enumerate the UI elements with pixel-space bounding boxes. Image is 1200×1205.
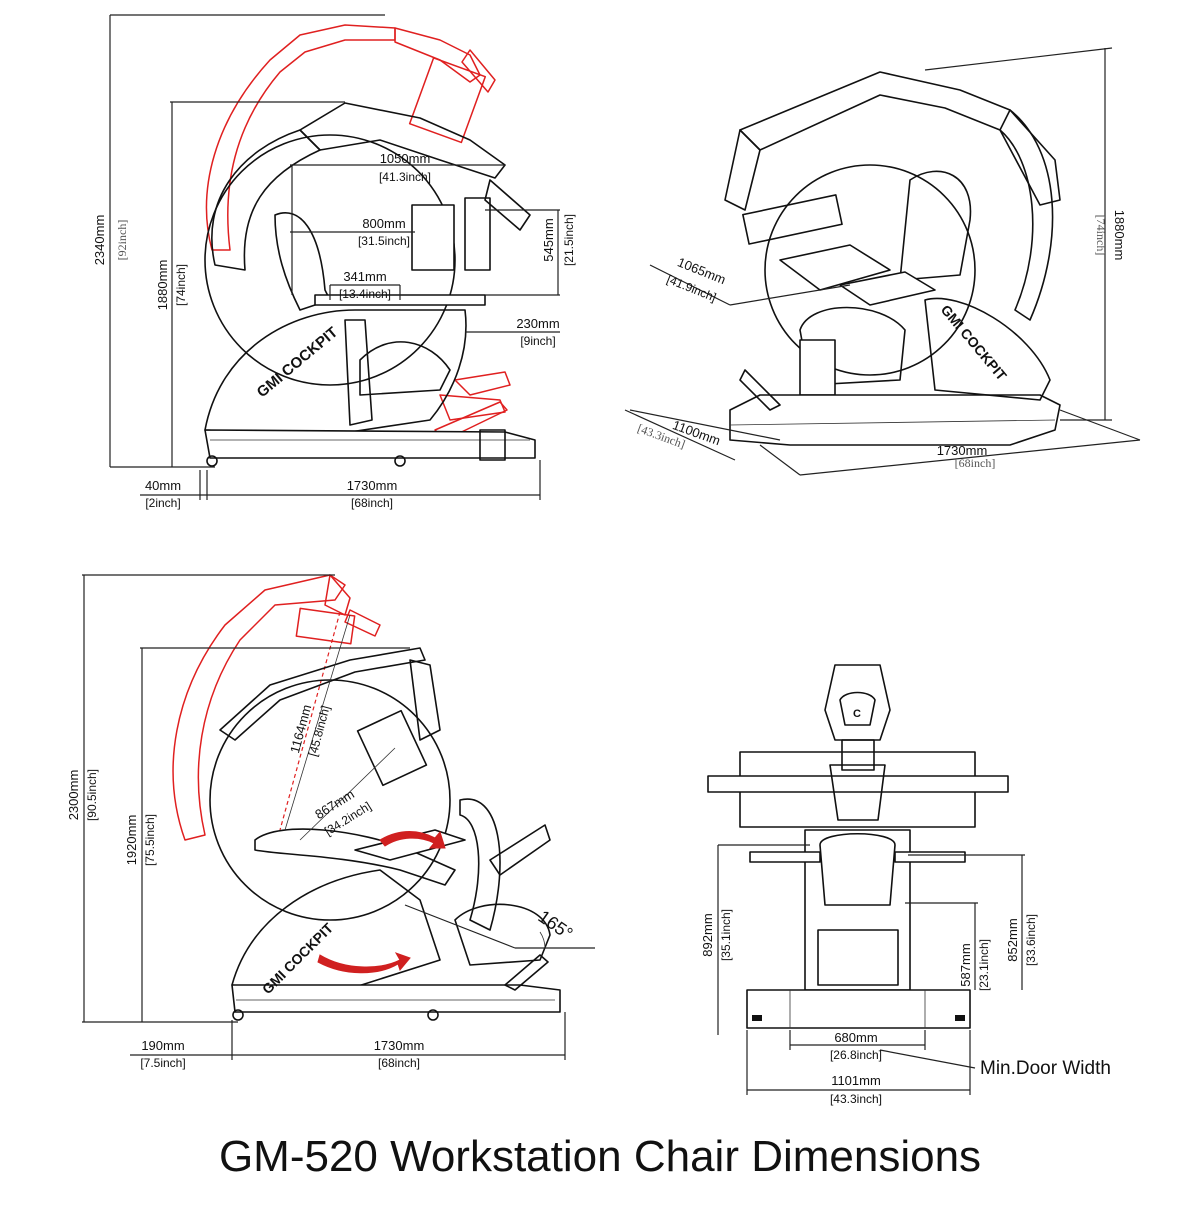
iso-height-mm: 1880mm [1112, 210, 1127, 261]
iso-view-chair: GMI COCKPIT [724, 71, 1061, 446]
reclined-rear-inch: [7.5inch] [140, 1056, 185, 1070]
side-length-mm: 1730mm [347, 478, 398, 493]
front-desk-height-mm: 892mm [700, 913, 715, 956]
iso-view-brand: GMI COCKPIT [938, 302, 1011, 384]
iso-view: GMI COCKPIT 1880mm [74inch] 1065mm [41.9… [624, 47, 1141, 476]
front-view-labels: 892mm [35.1inch] 587mm [23.1inch] 852mm … [700, 909, 1111, 1106]
side-depth-mm: 1050mm [380, 151, 431, 166]
front-seat-height-inch: [23.1inch] [977, 939, 991, 991]
front-seat-height-mm: 587mm [958, 943, 973, 986]
front-door-width-inch: [26.8inch] [830, 1048, 882, 1062]
side-length-inch: [68inch] [351, 496, 393, 510]
reclined-length-inch: [68inch] [378, 1056, 420, 1070]
front-arm-height-mm: 852mm [1005, 918, 1020, 961]
side-view-dimensions [109, 14, 560, 500]
front-width-inch: [43.3inch] [830, 1092, 882, 1106]
reclined-view-chair: 0~35° GMI COCKPIT [209, 614, 595, 1021]
iso-height-inch: [74inch] [1094, 215, 1108, 256]
side-height-total-inch: [92inch] [115, 220, 129, 261]
reclined-length-mm: 1730mm [374, 1038, 425, 1053]
reclined-height-total-mm: 2300mm [66, 770, 81, 821]
reclined-height-mm: 1920mm [124, 815, 139, 866]
reclined-view: 0~35° GMI COCKPIT 2300mm [90.5inch] 1920… [66, 574, 595, 1070]
front-view-dimensions [717, 844, 1025, 1095]
side-desk-inch: [13.4inch] [339, 287, 391, 301]
reclined-height-total-inch: [90.5inch] [85, 769, 99, 821]
front-door-label: Min.Door Width [980, 1058, 1111, 1079]
iso-view-dimensions [624, 47, 1141, 476]
side-depth-inch: [41.3inch] [379, 170, 431, 184]
side-height-mm: 1880mm [155, 260, 170, 311]
iso-length-mm: 1730mm [937, 443, 988, 458]
front-desk-height-inch: [35.1inch] [719, 909, 733, 961]
side-monitor-height-inch: [21.5inch] [562, 214, 576, 266]
front-view: C [700, 664, 1111, 1106]
svg-text:C: C [853, 708, 861, 720]
reclined-angle: 165° [534, 906, 576, 944]
reclined-height-inch: [75.5inch] [143, 814, 157, 866]
side-height-total-mm: 2340mm [92, 215, 107, 266]
front-width-mm: 1101mm [831, 1073, 881, 1088]
iso-length-inch: [68inch] [955, 456, 996, 470]
side-monitor-height-mm: 545mm [541, 218, 556, 261]
side-view-labels: 2340mm [92inch] 1880mm [74inch] 1050mm [… [92, 151, 576, 510]
side-monitor-reach-inch: [31.5inch] [358, 234, 410, 248]
side-view: GMI COCKPIT 2340mm [92inch] [92, 14, 576, 510]
front-arm-height-inch: [33.6inch] [1024, 914, 1038, 966]
page-title: GM-520 Workstation Chair Dimensions [218, 1132, 982, 1181]
side-base-offset-mm: 230mm [516, 316, 559, 331]
front-door-width-mm: 680mm [834, 1030, 877, 1045]
side-base-offset-inch: [9inch] [520, 334, 555, 348]
reclined-tilt: 0~35° [353, 937, 385, 951]
side-rear-mm: 40mm [145, 478, 181, 493]
side-desk-mm: 341mm [343, 269, 386, 284]
side-monitor-reach-mm: 800mm [362, 216, 405, 231]
side-height-inch: [74inch] [174, 264, 188, 306]
side-rear-inch: [2inch] [145, 496, 180, 510]
front-view-chair: C [707, 664, 1009, 1029]
reclined-rear-mm: 190mm [141, 1038, 184, 1053]
reclined-view-dimensions [82, 574, 566, 1060]
